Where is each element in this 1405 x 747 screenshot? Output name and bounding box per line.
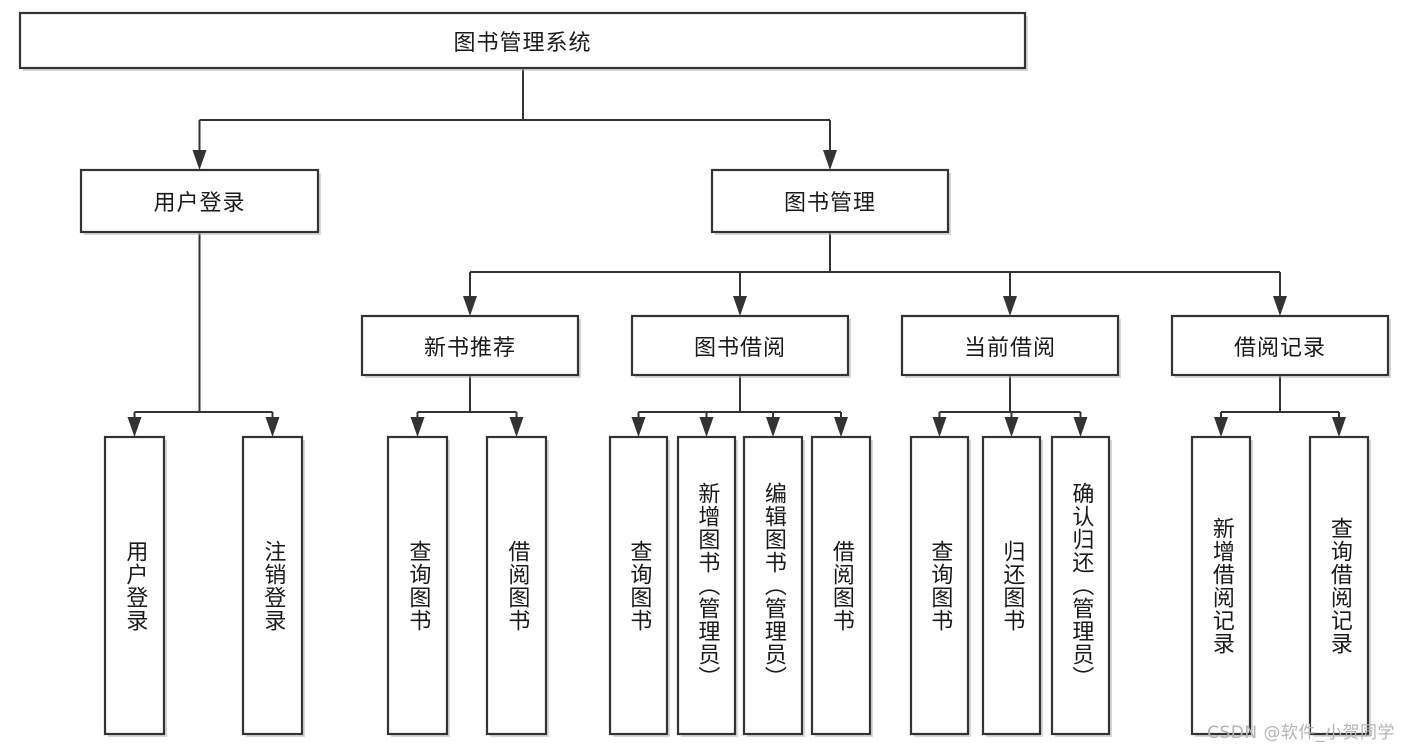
node-box-leaf-return-book[interactable] <box>981 435 1042 736</box>
node-box-root[interactable] <box>18 11 1027 70</box>
connectors-layer <box>127 68 1346 437</box>
node-box-leaf-query-book-rec[interactable] <box>386 435 449 736</box>
node-box-user-login[interactable] <box>79 168 320 234</box>
node-box-borrow-record[interactable] <box>1170 314 1390 377</box>
node-box-current-borrow[interactable] <box>900 314 1120 377</box>
node-box-leaf-user-logout[interactable] <box>241 435 304 736</box>
node-box-leaf-borrow-book-rec[interactable] <box>485 435 548 736</box>
node-box-leaf-confirm-return[interactable] <box>1050 435 1111 736</box>
node-box-leaf-add-borrow-rec[interactable] <box>1190 435 1252 736</box>
node-box-new-book-rec[interactable] <box>360 314 580 377</box>
node-box-leaf-query-book-cur[interactable] <box>909 435 970 736</box>
node-box-book-borrow[interactable] <box>630 314 850 377</box>
node-box-book-manage[interactable] <box>710 168 950 234</box>
node-box-leaf-query-book-brw[interactable] <box>608 435 669 736</box>
node-box-leaf-edit-book[interactable] <box>742 435 804 736</box>
node-box-leaf-query-borrow-rec[interactable] <box>1308 435 1370 736</box>
boxes-layer <box>18 11 1391 737</box>
node-box-leaf-add-book[interactable] <box>676 435 737 736</box>
node-box-leaf-user-login[interactable] <box>103 435 166 736</box>
watermark: CSDN @软件_小贺同学 <box>1207 723 1395 743</box>
node-box-leaf-borrow-book-brw[interactable] <box>810 435 872 736</box>
